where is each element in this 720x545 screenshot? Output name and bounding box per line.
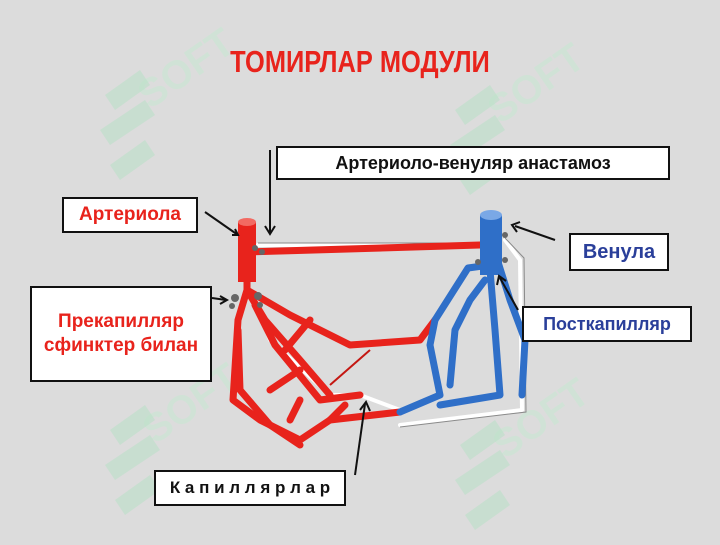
sphincter-marks	[229, 232, 508, 309]
precapillary-label: Прекапилляр сфинктер билан	[30, 286, 212, 382]
postcapillary-label: Посткапилляр	[522, 306, 692, 342]
page-title: ТОМИРЛАР МОДУЛИ	[230, 44, 490, 79]
capillaries-label: К а п и л л я р л а р	[154, 470, 346, 506]
venule-label-text: Венула	[582, 240, 656, 263]
venous-vessels	[396, 258, 529, 416]
anastomosis-label-text: Артериоло-венуляр анастамоз	[335, 152, 611, 173]
arterial-thin	[329, 349, 371, 386]
anastomosis-label: Артериоло-венуляр анастамоз	[276, 146, 670, 180]
arteriole-label-text: Артериола	[78, 204, 181, 226]
arteriole-label: Артериола	[62, 197, 198, 233]
pointer-arrows	[204, 150, 556, 476]
venule-label: Венула	[569, 233, 669, 271]
arteriole-vessel	[238, 218, 256, 282]
venule-vessel	[480, 210, 502, 275]
precapillary-label-text: Прекапилляр сфинктер билан	[43, 311, 199, 356]
capillaries-label-text: К а п и л л я р л а р	[169, 478, 331, 498]
postcapillary-label-text: Посткапилляр	[543, 313, 671, 334]
arterial-vessels	[229, 221, 484, 449]
